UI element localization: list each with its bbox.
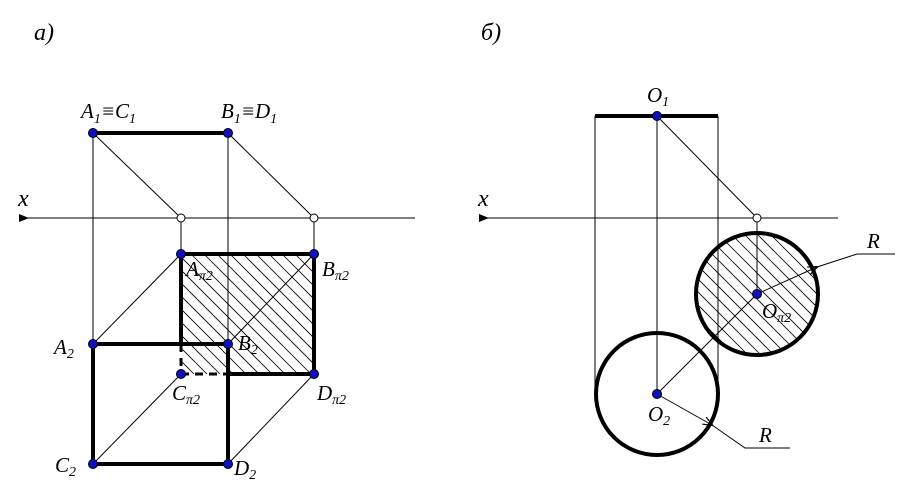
hatch-line [821, 233, 901, 355]
hatch-line [716, 233, 818, 355]
label-opi2: Oπ2 [762, 299, 791, 326]
hatch-line [794, 233, 818, 355]
shadow-circle [694, 231, 820, 357]
hatch-line [181, 295, 260, 374]
hatch-line [229, 254, 314, 339]
label-radius-top: R [866, 229, 880, 253]
radius-leader-bottom [711, 424, 790, 449]
hatch-line [255, 254, 314, 313]
hatch-line [703, 233, 818, 355]
point-cpi2 [176, 369, 186, 379]
axis-point-b [309, 213, 319, 223]
hatch-line [181, 269, 286, 374]
ray-c2-cpi2 [92, 373, 182, 465]
point-b2 [223, 339, 233, 349]
shadow-hatching-b [696, 233, 901, 355]
point-d2 [223, 459, 233, 469]
label-c2: C2 [55, 453, 76, 480]
hatch-line [696, 233, 723, 355]
label-a2: A2 [52, 335, 74, 362]
axis-point-a [176, 213, 186, 223]
label-bpi2: Bπ2 [322, 257, 349, 284]
label-o1: O1 [647, 83, 669, 110]
hatch-line [742, 233, 818, 355]
shadow-hatching-a [181, 254, 314, 374]
label-b2: B2 [238, 331, 258, 358]
point-bpi2 [309, 249, 319, 259]
hatch-line [216, 254, 314, 352]
panel-b: б) x O1 Oπ2 O2 R R [477, 20, 901, 457]
panel-a-label: а) [34, 20, 54, 46]
radius-arrow-top [756, 267, 817, 295]
ray-o1-axis [656, 115, 758, 219]
radius-arrow-bottom [656, 393, 712, 425]
point-opi2 [752, 289, 762, 299]
ray-a1-axis [92, 132, 182, 219]
radius-leader-top [816, 253, 895, 268]
ray-d2-dpi2 [227, 373, 315, 465]
hatch-line [696, 233, 762, 355]
square-frontal-projection [91, 342, 230, 466]
hatch-line [268, 254, 314, 300]
hatch-line [696, 233, 710, 355]
hatch-line [181, 334, 221, 374]
hatch-line [181, 321, 234, 374]
label-radius-bottom: R [758, 423, 772, 447]
hatch-line [696, 233, 788, 355]
point-api2 [176, 249, 186, 259]
hatch-line [696, 233, 736, 355]
hatch-line [696, 233, 775, 355]
ray-a2-api2 [92, 253, 182, 345]
point-o1 [652, 111, 662, 121]
panel-b-label: б) [481, 20, 501, 46]
panel-a: а) x [17, 20, 415, 483]
label-o2: O2 [648, 402, 670, 429]
hatch-line [768, 233, 818, 355]
hatch-line [181, 282, 273, 374]
x-axis-label-b: x [477, 186, 489, 212]
label-dpi2: Dπ2 [316, 381, 346, 408]
ray-o2-opi2 [656, 293, 758, 395]
axis-point-o [752, 213, 762, 223]
hatch-line [242, 254, 314, 326]
hatch-line [807, 233, 818, 355]
hatch-line [181, 347, 208, 374]
hatch-line [203, 254, 314, 365]
point-c2 [88, 459, 98, 469]
label-d2: D2 [233, 456, 256, 483]
circle-frontal-projection [594, 331, 720, 457]
hatch-line [729, 233, 818, 355]
x-axis-label-a: x [17, 186, 29, 212]
point-a2 [88, 339, 98, 349]
hatch-line [281, 254, 314, 287]
label-b1-d1: B1≡D1 [221, 99, 277, 127]
point-b1 [223, 128, 233, 138]
ray-b1-axis [227, 132, 315, 219]
point-o2 [652, 389, 662, 399]
point-a1 [88, 128, 98, 138]
hatch-line [181, 256, 299, 374]
ray-b2-bpi2 [227, 253, 315, 345]
hatch-line [696, 233, 749, 355]
hatch-line [190, 254, 312, 374]
label-a1-c1: A1≡C1 [79, 99, 136, 127]
point-dpi2 [309, 369, 319, 379]
label-cpi2: Cπ2 [172, 381, 200, 408]
label-api2: Aπ2 [184, 257, 213, 284]
